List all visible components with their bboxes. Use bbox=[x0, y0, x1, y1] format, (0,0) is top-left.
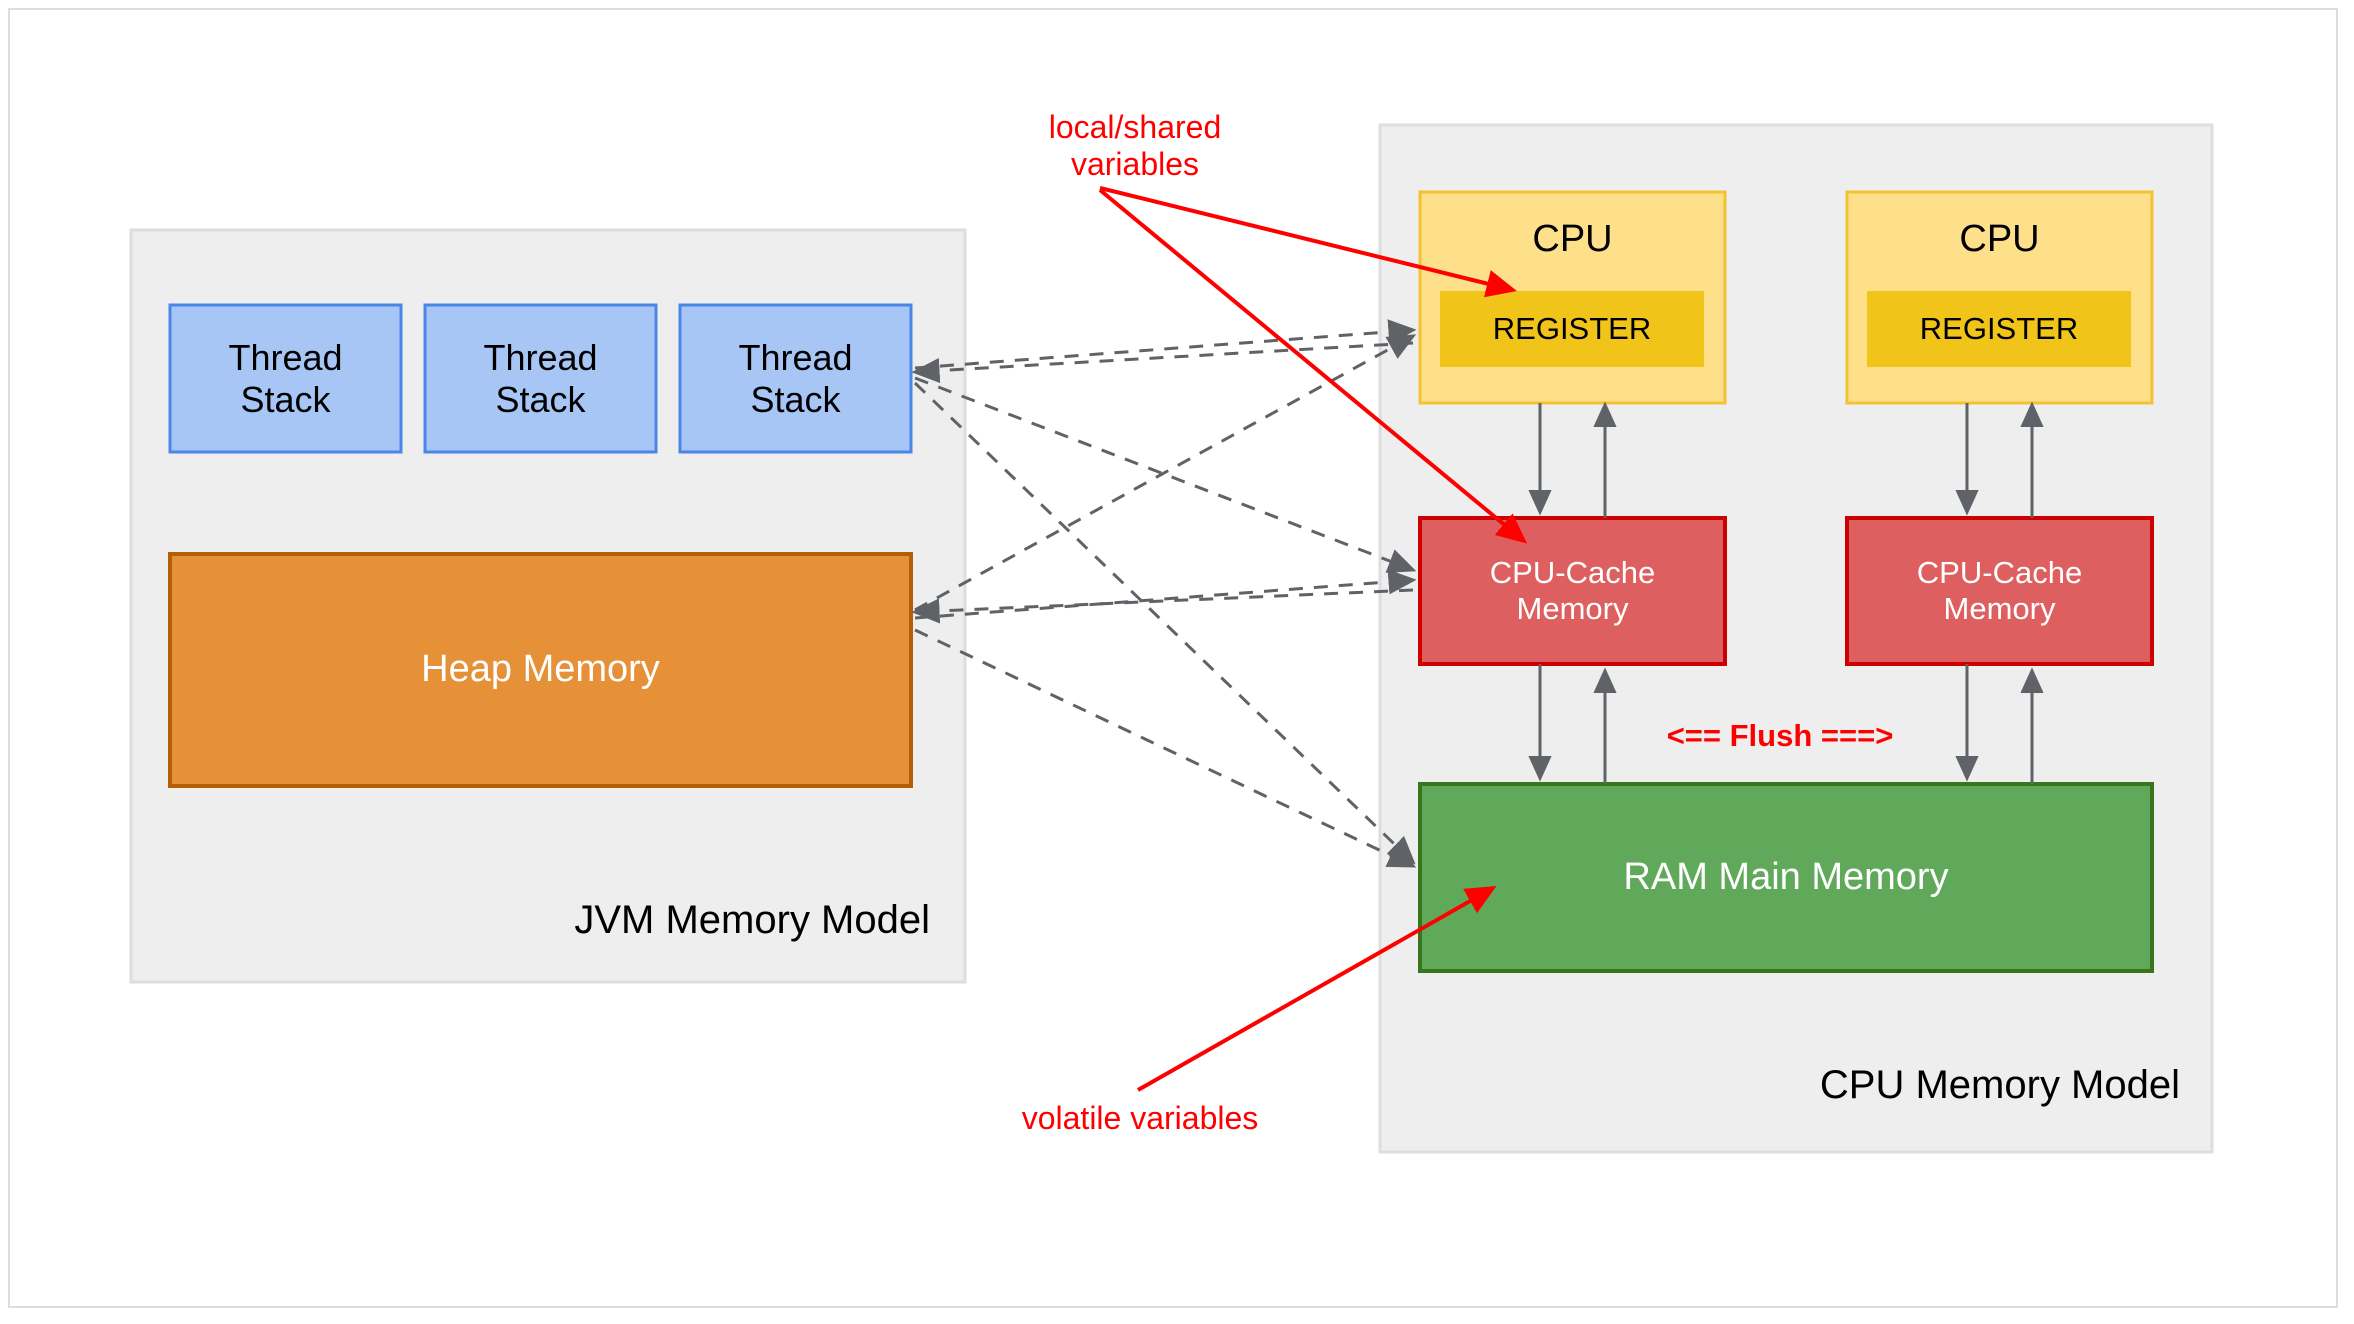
dashed-threadstack-to-cache bbox=[914, 376, 1417, 573]
ram-main-memory-box bbox=[1418, 782, 2154, 973]
cpu-cache-box-1 bbox=[1418, 516, 1727, 666]
red-leader-local-shared-to-cache bbox=[1098, 188, 1528, 544]
register-box-1 bbox=[1440, 291, 1704, 367]
cpu-cache-box-2 bbox=[1845, 516, 2154, 666]
dashed-heap-to-cache bbox=[914, 569, 1417, 620]
dashed-heap-to-register bbox=[914, 334, 1417, 612]
thread-stack-box-3 bbox=[678, 303, 913, 454]
dashed-cache-to-heap bbox=[911, 588, 1414, 624]
dashed-threadstack-to-register bbox=[914, 319, 1417, 370]
red-leader-volatile-to-ram bbox=[1137, 886, 1497, 1092]
dashed-heap-to-ram bbox=[914, 628, 1417, 868]
register-box-2 bbox=[1867, 291, 2131, 367]
dashed-register-to-threadstack bbox=[911, 341, 1414, 384]
red-leader-local-shared-to-register bbox=[1099, 186, 1517, 298]
dashed-threadstack-to-ram bbox=[913, 381, 1416, 865]
thread-stack-box-1 bbox=[168, 303, 403, 454]
heap-memory-box bbox=[168, 552, 913, 788]
thread-stack-box-2 bbox=[423, 303, 658, 454]
